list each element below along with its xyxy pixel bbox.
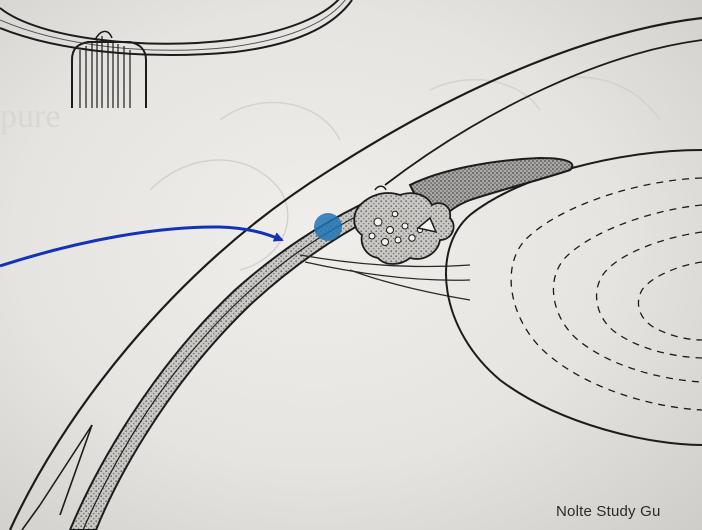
optic-nerve-section [0,0,352,108]
arrow-right-icon [0,227,282,266]
footer-source-text: Nolte Study Gu [556,503,661,520]
annotation-arrow [0,227,282,266]
dot-marker-icon [314,213,342,241]
annotation-marker [314,213,342,241]
sclera-band [70,205,372,530]
